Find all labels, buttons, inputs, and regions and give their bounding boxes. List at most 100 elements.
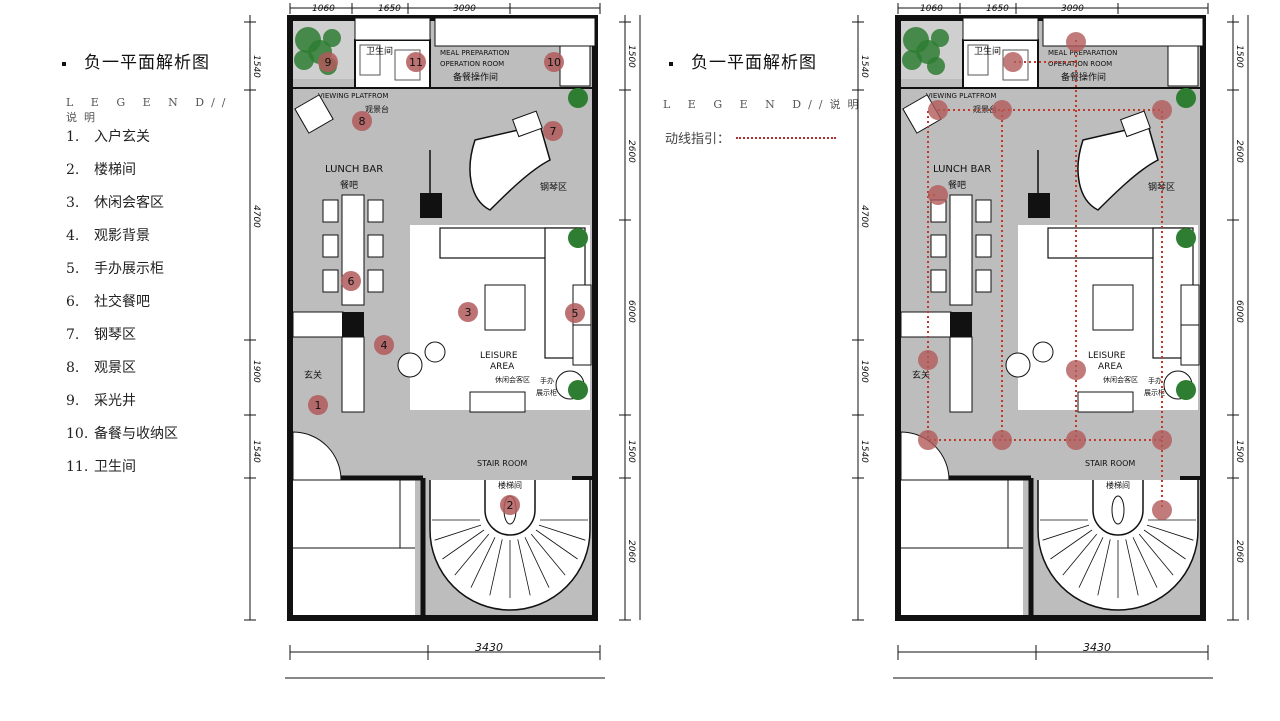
display-label-1: 手办 bbox=[540, 376, 554, 385]
stair-step bbox=[1062, 533, 1098, 576]
wc-basin bbox=[967, 44, 989, 76]
plant-icon bbox=[927, 57, 945, 75]
entry-label-cn: 玄关 bbox=[912, 369, 930, 381]
area-marker bbox=[500, 495, 520, 515]
dim-label-right: 1500 bbox=[626, 440, 636, 463]
meal-label-cn: 备餐操作间 bbox=[453, 71, 498, 83]
wc-fixtures bbox=[354, 17, 431, 41]
area-marker-label: 11 bbox=[409, 56, 423, 69]
dim-label-right: 6000 bbox=[1234, 300, 1244, 323]
stair-step bbox=[1078, 537, 1104, 588]
route-node bbox=[992, 100, 1012, 120]
shoe-cabinet bbox=[949, 336, 973, 413]
legend-num: 3. bbox=[66, 195, 80, 211]
lunch-label-cn: 餐吧 bbox=[948, 179, 966, 191]
cabinet bbox=[292, 311, 344, 338]
legend-label: 入户玄关 bbox=[94, 129, 150, 145]
area-marker-label: 4 bbox=[381, 339, 388, 352]
dim-label-left: 1540 bbox=[859, 440, 869, 463]
cabinet-dark bbox=[950, 312, 972, 337]
leisure-label-2: AREA bbox=[1098, 362, 1123, 372]
leisure-label-2: AREA bbox=[490, 362, 515, 372]
leisure-label-1: LEISURE bbox=[1088, 351, 1126, 361]
area-marker bbox=[543, 121, 563, 141]
leisure-label-cn: 休闲会客区 bbox=[1103, 375, 1138, 384]
area-marker bbox=[308, 395, 328, 415]
stair-step bbox=[524, 537, 550, 588]
area-marker bbox=[318, 52, 338, 72]
armchair bbox=[424, 341, 446, 363]
route-line-sample bbox=[736, 136, 837, 139]
legend-num: 1. bbox=[66, 129, 80, 145]
piano-icon bbox=[469, 124, 551, 211]
entry-door bbox=[900, 431, 950, 481]
stair-step bbox=[1050, 529, 1093, 560]
coffee-table bbox=[484, 284, 526, 331]
bar-stool bbox=[322, 234, 339, 258]
plant-icon bbox=[294, 50, 314, 70]
stair-label-cn: 楼梯间 bbox=[498, 480, 522, 490]
plant-icon bbox=[931, 29, 949, 47]
area-marker-label: 9 bbox=[325, 56, 332, 69]
plant-icon bbox=[568, 380, 588, 400]
fridge bbox=[1167, 45, 1199, 87]
stair-step bbox=[1138, 533, 1174, 576]
dim-label-bottom: 3430 bbox=[1083, 641, 1111, 654]
stair-step bbox=[454, 533, 490, 576]
stair-step bbox=[1042, 524, 1090, 541]
legend-item: 2.楼梯间 bbox=[66, 159, 178, 192]
route-node bbox=[1066, 32, 1086, 52]
meal-label-2: OPERATION ROOM bbox=[1048, 60, 1112, 68]
dim-label-bottom: 3430 bbox=[475, 641, 503, 654]
bar-stool bbox=[930, 234, 947, 258]
entry-label-cn: 玄关 bbox=[304, 369, 322, 381]
dim-label-left: 1540 bbox=[251, 55, 261, 78]
legend-item: 7.钢琴区 bbox=[66, 324, 178, 357]
view-label-cn: 观景台 bbox=[365, 104, 389, 114]
cabinet bbox=[900, 311, 952, 338]
legend-num: 6. bbox=[66, 294, 80, 310]
area-marker bbox=[544, 52, 564, 72]
legend-label: 钢琴区 bbox=[94, 327, 136, 343]
coffee-table bbox=[1092, 284, 1134, 331]
bar-stool bbox=[975, 269, 992, 293]
dim-label-left: 1540 bbox=[859, 55, 869, 78]
area-marker-label: 6 bbox=[348, 275, 355, 288]
legend-item: 8.观景区 bbox=[66, 357, 178, 390]
bar-stool bbox=[322, 269, 339, 293]
legend-num: 11. bbox=[66, 459, 89, 475]
area-marker-label: 5 bbox=[572, 307, 579, 320]
display-label-2: 展示柜 bbox=[536, 388, 557, 397]
legend-num: 9. bbox=[66, 393, 80, 409]
counter-top bbox=[434, 17, 596, 47]
bar-stool bbox=[367, 234, 384, 258]
bar-stool bbox=[367, 269, 384, 293]
stair-step bbox=[489, 539, 503, 596]
legend-item: 11.卫生间 bbox=[66, 456, 178, 489]
bar-stool bbox=[975, 199, 992, 223]
legend-label: 手办展示柜 bbox=[94, 261, 164, 277]
plant-icon bbox=[323, 29, 341, 47]
dim-label-top: 1650 bbox=[378, 4, 401, 14]
area-marker bbox=[341, 271, 361, 291]
legend-num: 4. bbox=[66, 228, 80, 244]
right-title-text: 负一平面解析图 bbox=[691, 53, 817, 73]
route-node bbox=[1066, 430, 1086, 450]
legend-item: 5.手办展示柜 bbox=[66, 258, 178, 291]
legend-num: 10. bbox=[66, 426, 89, 442]
entry-door bbox=[292, 431, 342, 481]
wc-label: 卫生间 bbox=[366, 45, 393, 57]
plant-icon bbox=[568, 228, 588, 248]
dim-label-right: 2060 bbox=[1234, 540, 1244, 563]
route-node bbox=[1066, 360, 1086, 380]
legend-list: 1.入户玄关 2.楼梯间 3.休闲会客区 4.观影背景 5.手办展示柜 6.社交… bbox=[66, 126, 178, 489]
dim-label-top: 3090 bbox=[1061, 4, 1084, 14]
legend-item: 10.备餐与收纳区 bbox=[66, 423, 178, 456]
plant-icon bbox=[902, 50, 922, 70]
dim-label-right: 2600 bbox=[1234, 140, 1244, 163]
view-label: VIEWING PLATFROM bbox=[318, 92, 388, 100]
bar-stool bbox=[367, 199, 384, 223]
dim-label-top: 1650 bbox=[986, 4, 1009, 14]
legend-label: 采光井 bbox=[94, 393, 136, 409]
dim-label-left: 1540 bbox=[251, 440, 261, 463]
